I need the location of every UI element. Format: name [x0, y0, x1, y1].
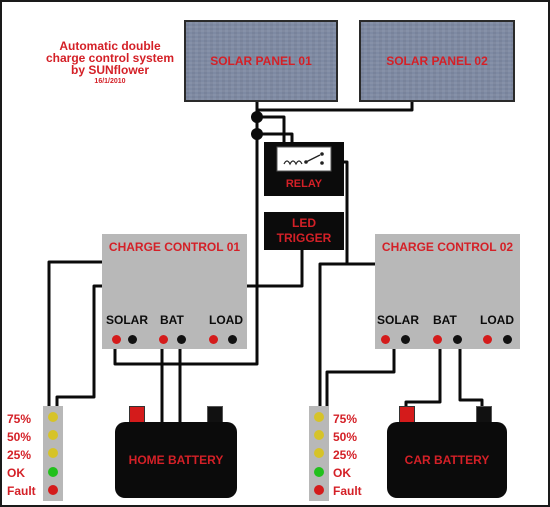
solar-panel-02-label: SOLAR PANEL 02 [386, 54, 488, 68]
car-battery: CAR BATTERY [387, 400, 507, 500]
cc02-terminal-bat: BAT [433, 313, 457, 327]
cc02-terminal-load: LOAD [480, 313, 514, 327]
indicator02-label-25: 25% [333, 448, 358, 462]
cc01-load-negative [228, 335, 237, 344]
wire-trigger-to-indicator01 [55, 249, 304, 406]
indicator01-label-50: 50% [7, 430, 32, 444]
cc01-terminal-solar: SOLAR [106, 313, 148, 327]
indicator02-led-75 [314, 412, 324, 422]
led-trigger: LED TRIGGER [264, 212, 344, 250]
wire-cc02-left-indicator [318, 262, 375, 406]
solar-panel-01: SOLAR PANEL 01 [184, 20, 338, 102]
wire-panel-to-cc01-solar [113, 135, 259, 366]
cc02-title: CHARGE CONTROL 02 [381, 240, 514, 254]
indicator02-led-ok [314, 467, 324, 477]
solar-panel-01-label: SOLAR PANEL 01 [210, 54, 312, 68]
cc02-solar-positive [381, 335, 390, 344]
cc02-bat-positive [433, 335, 442, 344]
indicator02-label-ok: OK [333, 466, 351, 480]
cc01-title: CHARGE CONTROL 01 [108, 240, 241, 254]
cc01-bat-positive [159, 335, 168, 344]
car-battery-label: CAR BATTERY [404, 453, 490, 467]
cc01-load-positive [209, 335, 218, 344]
title-line-2: charge control system [45, 51, 175, 65]
home-battery-label: HOME BATTERY [128, 453, 224, 467]
home-battery-body: HOME BATTERY [115, 422, 237, 498]
cc02-load-positive [483, 335, 492, 344]
relay-switch-icon [276, 146, 332, 172]
diagram-title: Automatic double charge control system b… [20, 40, 200, 76]
led-trigger-line-1: LED [292, 216, 316, 230]
wire-cc01-left-indicator [47, 260, 102, 406]
charge-control-01: CHARGE CONTROL 01 SOLAR BAT LOAD [102, 234, 247, 349]
cc01-bat-negative [177, 335, 186, 344]
indicator01-label-75: 75% [7, 412, 32, 426]
indicator01-label-fault: Fault [7, 484, 36, 498]
cc02-bat-negative [453, 335, 462, 344]
indicator01-label-ok: OK [7, 466, 25, 480]
cc02-solar-negative [401, 335, 410, 344]
led-trigger-line-2: TRIGGER [276, 231, 332, 245]
relay-label: RELAY [285, 178, 323, 190]
indicator01-label-25: 25% [7, 448, 32, 462]
wire-junction-relay-a [257, 115, 286, 145]
cc02-terminal-solar: SOLAR [377, 313, 419, 327]
diagram-date: 16/1/2010 [94, 78, 126, 85]
solar-panel-02: SOLAR PANEL 02 [359, 20, 515, 102]
cc01-terminal-load: LOAD [209, 313, 243, 327]
indicator01-led-25 [48, 448, 58, 458]
wire-junction-relay-b [257, 132, 294, 145]
indicator02-label-50: 50% [333, 430, 358, 444]
level-indicator-02 [309, 406, 329, 501]
relay: RELAY [264, 142, 344, 196]
indicator01-led-fault [48, 485, 58, 495]
junction-node-2 [251, 128, 263, 140]
indicator01-led-75 [48, 412, 58, 422]
junction-node-1 [251, 111, 263, 123]
charge-control-02: CHARGE CONTROL 02 SOLAR BAT LOAD [375, 234, 520, 349]
cc01-terminal-bat: BAT [160, 313, 184, 327]
indicator02-label-fault: Fault [333, 484, 362, 498]
indicator02-led-50 [314, 430, 324, 440]
cc01-solar-positive [112, 335, 121, 344]
indicator01-led-50 [48, 430, 58, 440]
title-line-3: by SUNflower [70, 63, 149, 77]
indicator02-led-fault [314, 485, 324, 495]
cc01-solar-negative [128, 335, 137, 344]
wire-panel02-out [257, 100, 414, 112]
level-indicator-01 [43, 406, 63, 501]
wire-cc02-solar-indicator [325, 349, 396, 406]
indicator02-led-25 [314, 448, 324, 458]
home-battery: HOME BATTERY [115, 400, 237, 500]
car-battery-body: CAR BATTERY [387, 422, 507, 498]
title-line-1: Automatic double [59, 39, 161, 53]
indicator01-led-ok [48, 467, 58, 477]
cc02-load-negative [503, 335, 512, 344]
indicator02-label-75: 75% [333, 412, 358, 426]
